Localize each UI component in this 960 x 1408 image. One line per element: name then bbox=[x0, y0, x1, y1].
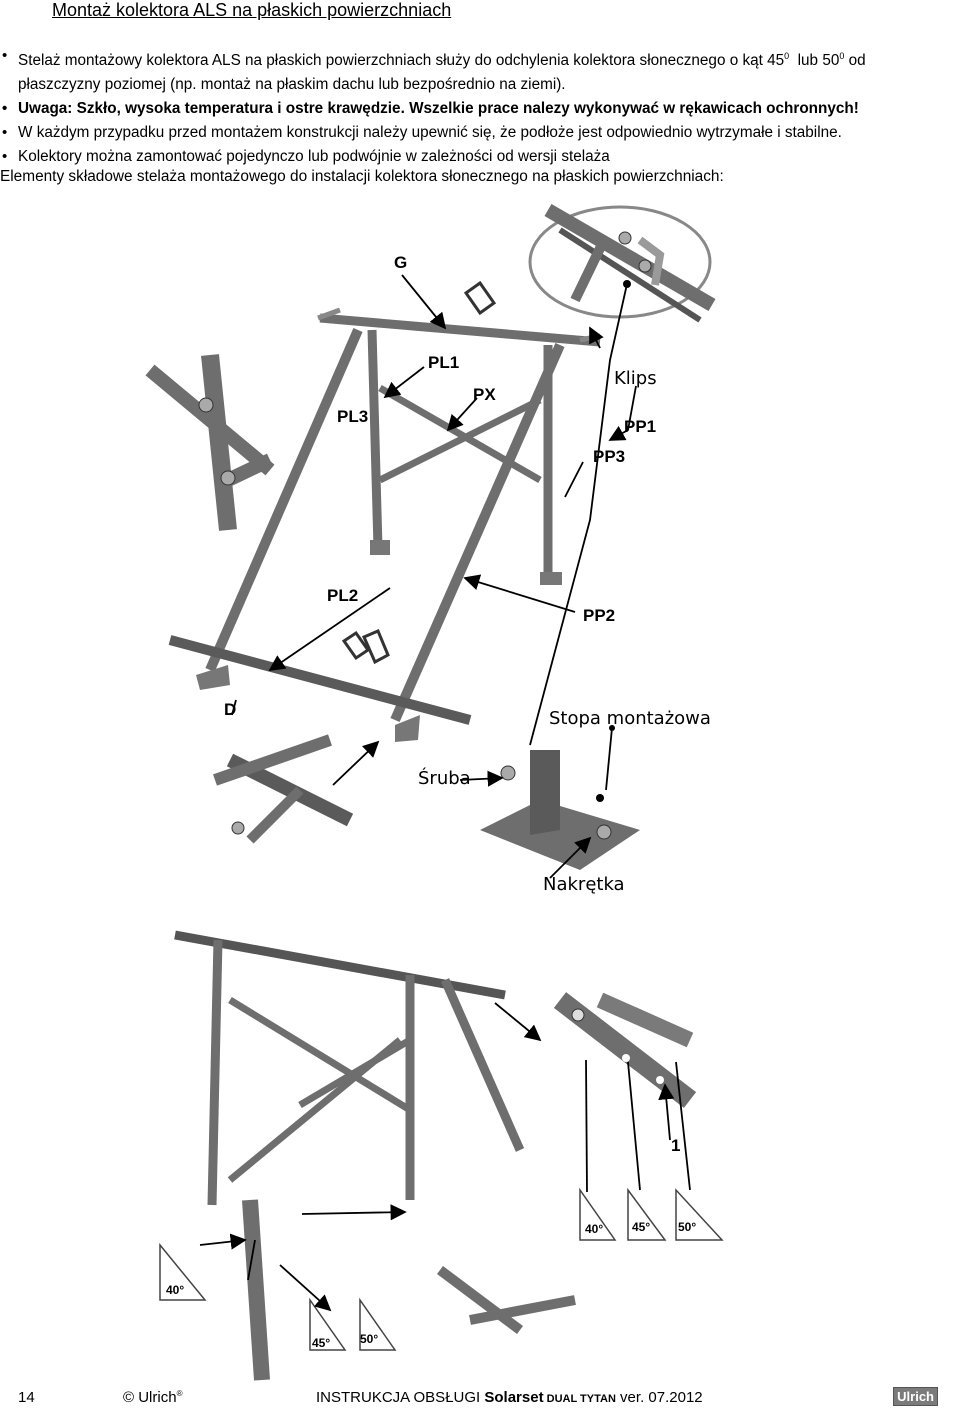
label-PP3: PP3 bbox=[593, 447, 626, 466]
bullet-list: Stelaż montażowy kolektora ALS na płaski… bbox=[0, 44, 960, 169]
callout-dots bbox=[609, 280, 631, 731]
angle-label-40: 40° bbox=[585, 1222, 604, 1236]
frame-assembly-2 bbox=[174, 930, 576, 1381]
label-klips: Klips bbox=[614, 368, 657, 389]
page-footer: 14 © Ulrich® INSTRUKCJA OBSŁUGI Solarset… bbox=[0, 1387, 960, 1408]
label-PX: PX bbox=[473, 385, 496, 404]
angle-label-50: 50° bbox=[360, 1332, 379, 1346]
label-PP1: PP1 bbox=[624, 417, 657, 436]
angle-label-45: 45° bbox=[632, 1220, 651, 1234]
rail-detail bbox=[213, 734, 354, 844]
clip-detail bbox=[528, 203, 716, 323]
frame-assembly-1 bbox=[168, 307, 601, 742]
label-PL1: PL1 bbox=[428, 353, 460, 372]
angle-label-45: 45° bbox=[312, 1336, 331, 1350]
label-PP2: PP2 bbox=[583, 606, 616, 625]
copyright: © Ulrich® bbox=[123, 1389, 183, 1406]
label-D: D bbox=[224, 700, 237, 719]
label-sruba: Śruba bbox=[418, 768, 471, 789]
angle-label-40: 40° bbox=[166, 1283, 185, 1297]
callout-arrows bbox=[199, 274, 691, 1312]
joint-detail-left bbox=[145, 354, 275, 531]
label-PL3: PL3 bbox=[337, 407, 369, 426]
manual-title: INSTRUKCJA OBSŁUGI Solarset DUAL TYTAN v… bbox=[316, 1389, 703, 1406]
label-stopa-montazowa: Stopa montażowa bbox=[549, 708, 711, 729]
page-number: 14 bbox=[18, 1389, 35, 1406]
ulrich-logo: Ulrich bbox=[893, 1387, 938, 1406]
label-G: G bbox=[394, 253, 408, 272]
label-1: 1 bbox=[671, 1136, 681, 1155]
bullet-item: W każdym przypadku przed montażem konstr… bbox=[0, 121, 960, 145]
angle-detail-right bbox=[553, 992, 697, 1108]
angle-triangles bbox=[159, 1187, 724, 1351]
bullet-item: Stelaż montażowy kolektora ALS na płaski… bbox=[0, 44, 960, 97]
bullet-item: Kolektory można zamontować pojedynczo lu… bbox=[0, 145, 960, 169]
mounting-frame-illustration bbox=[145, 203, 724, 1381]
angle-label-50: 50° bbox=[678, 1220, 697, 1234]
page-title: Montaż kolektora ALS na płaskich powierz… bbox=[52, 0, 452, 20]
label-PL2: PL2 bbox=[327, 586, 359, 605]
profile-icon bbox=[341, 280, 497, 665]
label-nakretka: Nakrętka bbox=[543, 874, 625, 895]
intro-text: Elementy składowe stelaża montażowego do… bbox=[0, 168, 724, 185]
warning-bullet: Uwaga: Szkło, wysoka temperatura i ostre… bbox=[0, 97, 960, 121]
mounting-foot-detail bbox=[480, 750, 640, 870]
